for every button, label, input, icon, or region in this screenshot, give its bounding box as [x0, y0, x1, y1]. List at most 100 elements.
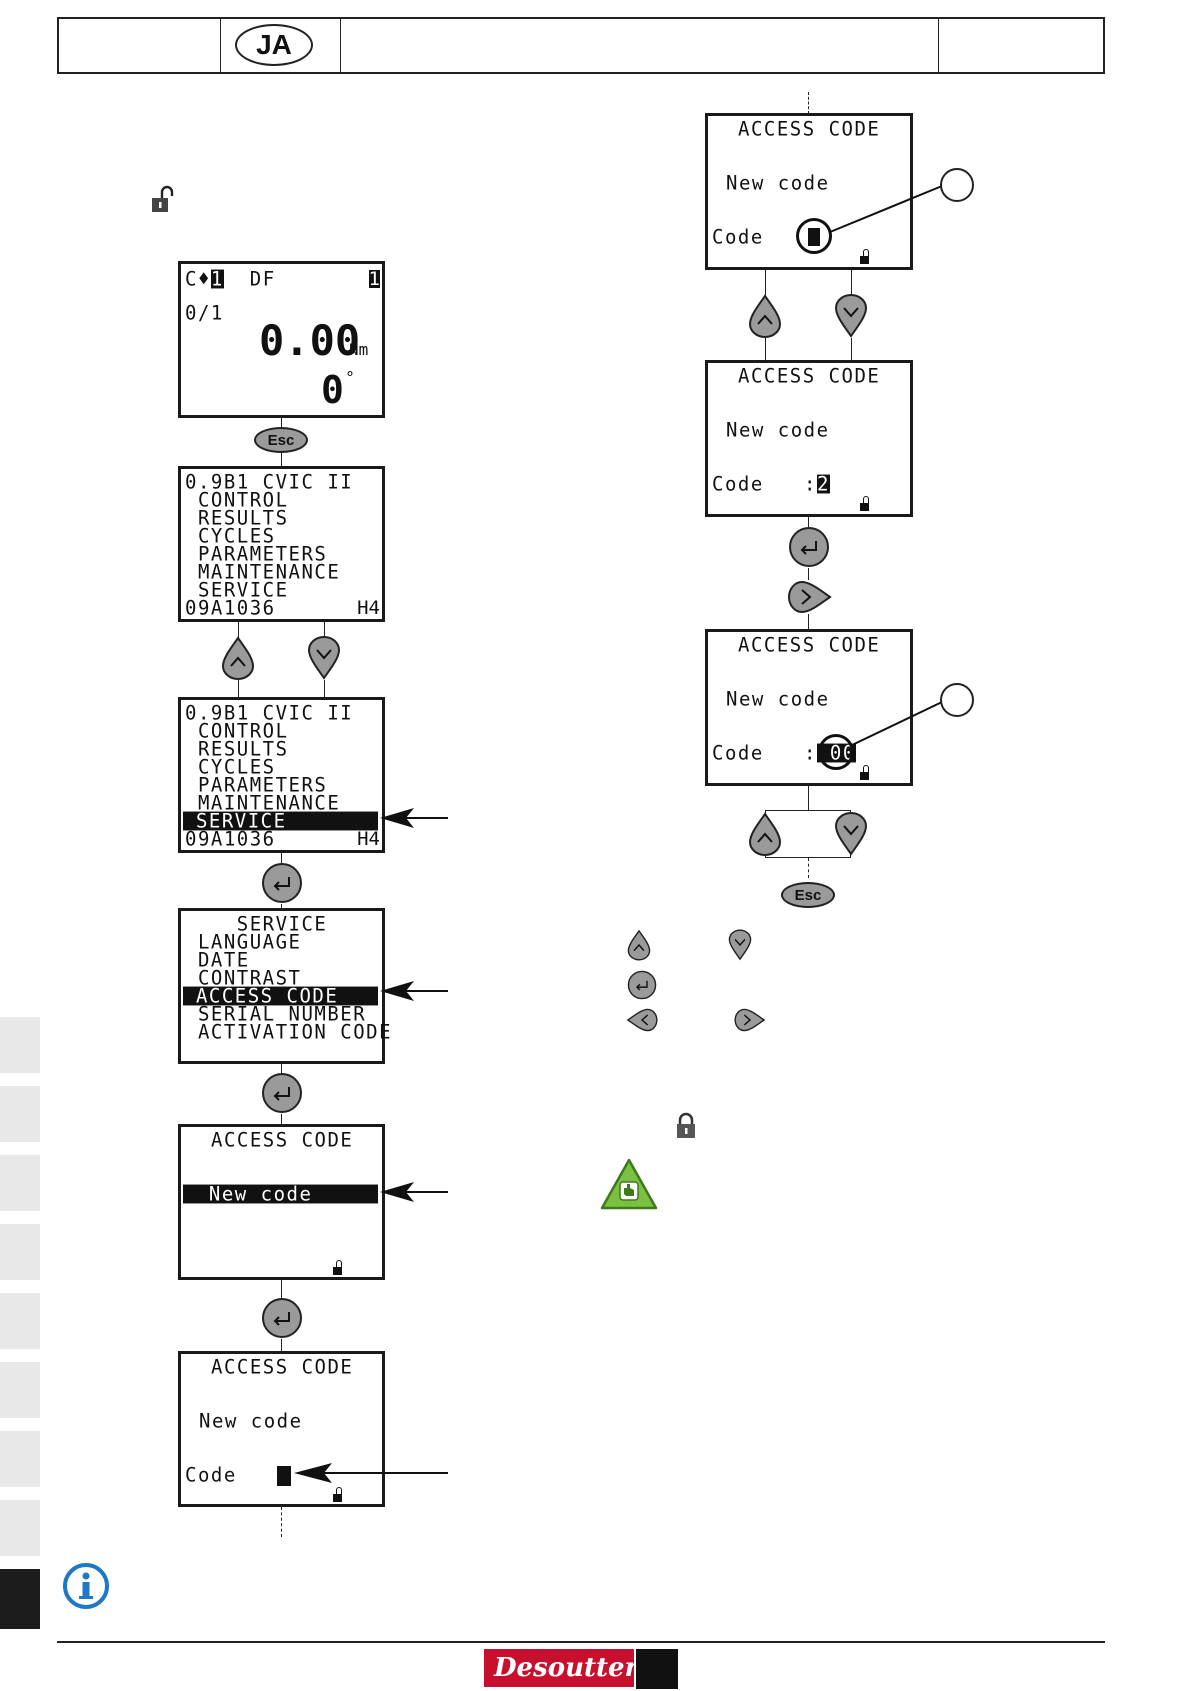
- main-line1-right: 1: [368, 268, 380, 290]
- connector: [851, 270, 852, 298]
- side-tab: [0, 1017, 40, 1073]
- header-cell-1: [59, 19, 221, 72]
- screen-main-menu: 0.9B1 CVIC II CONTROL RESULTS CYCLES PAR…: [178, 466, 385, 622]
- code-digit: 2: [816, 472, 830, 496]
- connector: [765, 338, 766, 362]
- service-line: LANGUAGE: [185, 930, 302, 954]
- down-key-icon: [834, 812, 868, 856]
- callout-circle: [940, 683, 974, 717]
- pointer-arrow: [380, 1182, 448, 1202]
- header-cell-2: [221, 19, 341, 72]
- callout-line: [849, 701, 943, 747]
- right-key-icon: [734, 1008, 766, 1032]
- screen-code-entry-r1: ACCESS CODE New code Code: [705, 113, 913, 270]
- service-line-selected: ACCESS CODE: [183, 986, 378, 1006]
- new-code-label: New code: [726, 171, 830, 195]
- main-line1-left: C: [185, 267, 198, 291]
- code-label: Code: [712, 741, 764, 765]
- screen-access-code-entry: ACCESS CODE New code Code: [178, 1351, 385, 1507]
- menu1-footer-left: 09A1036: [185, 596, 276, 620]
- right-key-icon: [788, 580, 832, 614]
- enter-key-icon: [789, 527, 829, 567]
- enter-key-icon: [627, 970, 657, 1000]
- menu1-line: CYCLES: [185, 524, 276, 548]
- service-line: SERVICE: [185, 912, 328, 936]
- down-key-icon: [834, 294, 868, 338]
- header-cell-3: [341, 19, 939, 72]
- callout-ring: [796, 218, 832, 254]
- connector: [281, 1339, 282, 1353]
- menu1-line: CONTROL: [185, 488, 289, 512]
- connector: [808, 614, 809, 630]
- access-title: ACCESS CODE: [211, 1128, 354, 1152]
- main-angle-unit: °: [346, 368, 354, 387]
- connector: [324, 622, 325, 640]
- connector: [808, 786, 809, 810]
- service-line: SERIAL NUMBER: [185, 1002, 367, 1026]
- continue-dashed-line: [808, 858, 809, 878]
- main-angle: 0: [321, 368, 344, 412]
- service-line: CONTRAST: [185, 966, 302, 990]
- menu2-line-selected: SERVICE: [183, 811, 378, 831]
- callout-line: [829, 185, 943, 233]
- side-tab-active: [0, 1569, 40, 1629]
- menu1-line: SERVICE: [185, 578, 289, 602]
- connector: [765, 270, 766, 298]
- service-line: ACTIVATION CODE: [185, 1020, 393, 1044]
- menu2-line: PARAMETERS: [185, 773, 328, 797]
- menu2-line: CYCLES: [185, 755, 276, 779]
- side-tab: [0, 1155, 40, 1211]
- side-tab: [0, 1293, 40, 1349]
- tip-icon: [600, 1158, 658, 1210]
- screen-service-menu: SERVICE LANGUAGE DATE CONTRAST ACCESS CO…: [178, 908, 391, 1064]
- enter-key-icon: [262, 1073, 302, 1113]
- screen-access-code-menu: ACCESS CODE New code: [178, 1124, 385, 1280]
- connector: [281, 1114, 282, 1126]
- callout-ring: [818, 734, 854, 770]
- menu1-line: 0.9B1 CVIC II: [185, 470, 354, 494]
- continue-dashed-line: [808, 92, 809, 114]
- unlock-icon: [860, 249, 869, 264]
- lock-icon: [677, 1112, 695, 1138]
- up-key-icon: [221, 636, 255, 680]
- screen-main: C♦1 DF 1 0/1 0.00 Nm 0 °: [178, 261, 385, 418]
- up-key-icon: [748, 812, 782, 856]
- code-label: Code: [185, 1463, 237, 1487]
- unlock-icon: [333, 1260, 342, 1275]
- menu2-line: RESULTS: [185, 737, 289, 761]
- pointer-arrow: [380, 808, 448, 828]
- enter-key-icon: [262, 1298, 302, 1338]
- connector: [281, 1280, 282, 1300]
- unlock-icon: [152, 185, 174, 212]
- access-title: ACCESS CODE: [738, 633, 881, 657]
- menu1-footer-right: H4: [357, 597, 380, 619]
- menu1-line: RESULTS: [185, 506, 289, 530]
- side-tab: [0, 1224, 40, 1280]
- continue-dashed-line: [281, 1507, 282, 1537]
- menu2-footer-right: H4: [357, 828, 380, 850]
- language-badge: JA: [235, 24, 313, 66]
- main-line2: 0/1: [185, 301, 224, 325]
- pointer-arrow: [294, 1463, 448, 1483]
- pointer-arrow: [380, 981, 448, 1001]
- screen-code-entry-r2: ACCESS CODE New code Code :2: [705, 360, 913, 517]
- menu2-footer-left: 09A1036: [185, 827, 276, 851]
- connector: [281, 1064, 282, 1074]
- menu1-line: MAINTENANCE: [185, 560, 341, 584]
- up-key-icon: [627, 929, 651, 961]
- menu2-line: MAINTENANCE: [185, 791, 341, 815]
- brand-logo: Desoutter: [484, 1649, 660, 1687]
- new-code-label: New code: [726, 687, 830, 711]
- info-icon: [63, 1563, 109, 1609]
- connector: [808, 568, 809, 580]
- access-title: ACCESS CODE: [738, 364, 881, 388]
- menu2-line: CONTROL: [185, 719, 289, 743]
- side-tab: [0, 1500, 40, 1556]
- unlock-icon: [860, 496, 869, 511]
- new-code-selected: New code: [183, 1184, 378, 1204]
- main-line1-prog: 1: [210, 267, 224, 291]
- screen-code-entry-r3: ACCESS CODE New code Code : 00: [705, 629, 913, 786]
- menu2-line: 0.9B1 CVIC II: [185, 701, 354, 725]
- left-key-icon: [626, 1008, 658, 1032]
- brand-bird-icon: [634, 1647, 680, 1691]
